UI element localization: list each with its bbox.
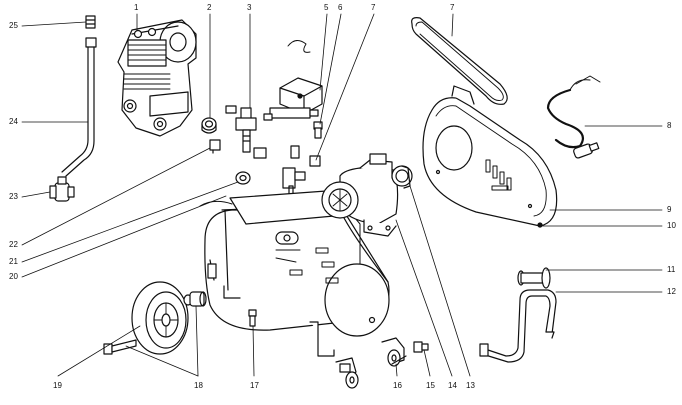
motor-pulley-13 [391,165,413,189]
castor-wheel-16 [381,337,407,367]
pipe-nut-2 [201,117,217,134]
fitting-nut-20 [235,171,251,185]
callout-5: 5 [324,3,329,12]
electric-motor-14 [321,153,399,237]
castor-bolt-15 [413,341,429,353]
callout-24: 24 [9,117,18,126]
callout-8: 8 [667,121,672,130]
callout-21: 21 [9,257,18,266]
non-return-valve-3 [225,105,267,159]
callout-16: 16 [393,381,402,390]
callout-19: 19 [53,381,62,390]
delivery-pipe-24 [61,37,97,177]
callout-9: 9 [667,205,672,214]
drive-belt-7 [411,17,508,105]
callout-11: 11 [667,265,676,274]
drain-valve-17 [248,309,257,327]
tee-fitting-23 [49,176,75,202]
callout-13: 13 [466,381,475,390]
belt-guard-screw-10 [537,222,543,228]
callout-2: 2 [207,3,212,12]
callout-1: 1 [134,3,139,12]
callout-14: 14 [448,381,457,390]
pressure-switch-5 [263,40,323,121]
callout-10: 10 [667,221,676,230]
wheel-spacer-18 [189,291,207,307]
callout-3: 3 [247,3,252,12]
power-cable-8 [546,75,601,159]
callout-20: 20 [9,272,18,281]
wheel-axle-bolt [103,339,137,355]
callout-17: 17 [250,381,259,390]
compressor-pump-head-1 [117,19,197,137]
callout-23: 23 [9,192,18,201]
castor-wheel-front [335,357,359,389]
leader-lines [21,13,663,377]
callout-6: 6 [338,3,343,12]
pipe-connector-25 [85,15,96,29]
callout-15: 15 [426,381,435,390]
pipe-union-22 [209,139,221,154]
callout-7a: 7 [450,3,455,12]
callout-7b: 7 [371,3,376,12]
belt-guard-9 [422,85,558,227]
callout-25: 25 [9,21,18,30]
handle-grip-11 [517,267,551,289]
callout-18: 18 [194,381,203,390]
handle-bar-12 [479,289,557,363]
safety-valve-6 [313,121,323,139]
wheel-19 [131,281,193,355]
callout-22: 22 [9,240,18,249]
callout-12: 12 [667,287,676,296]
